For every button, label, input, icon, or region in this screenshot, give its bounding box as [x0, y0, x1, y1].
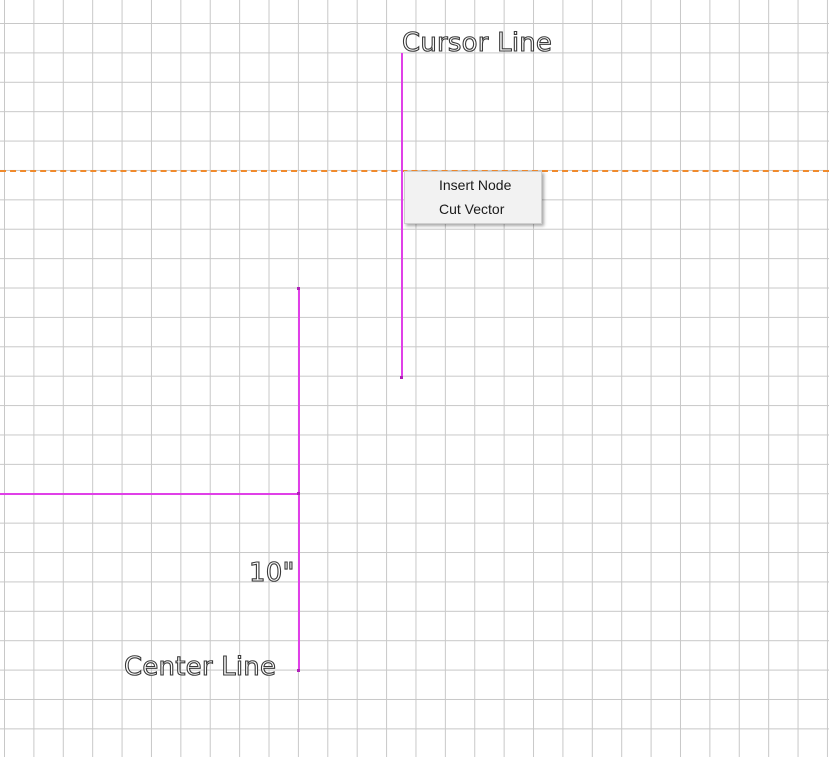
cursor-line-label: Cursor Line [401, 28, 553, 58]
cursor-line[interactable] [401, 53, 403, 378]
intersection-node[interactable] [297, 492, 300, 495]
horizontal-vector-line[interactable] [0, 493, 300, 495]
menu-item-insert-node[interactable]: Insert Node [439, 177, 512, 193]
menu-item-cut-vector[interactable]: Cut Vector [439, 201, 505, 217]
center-line-label: Center Line [123, 652, 277, 682]
center-line-bottom-node[interactable] [297, 669, 300, 672]
context-menu: Insert Node Cut Vector [404, 171, 542, 224]
center-line-top-node[interactable] [297, 287, 300, 290]
center-line-vertical[interactable] [298, 288, 300, 672]
dimension-label: 10" [248, 558, 295, 588]
cursor-line-end-node[interactable] [400, 376, 403, 379]
